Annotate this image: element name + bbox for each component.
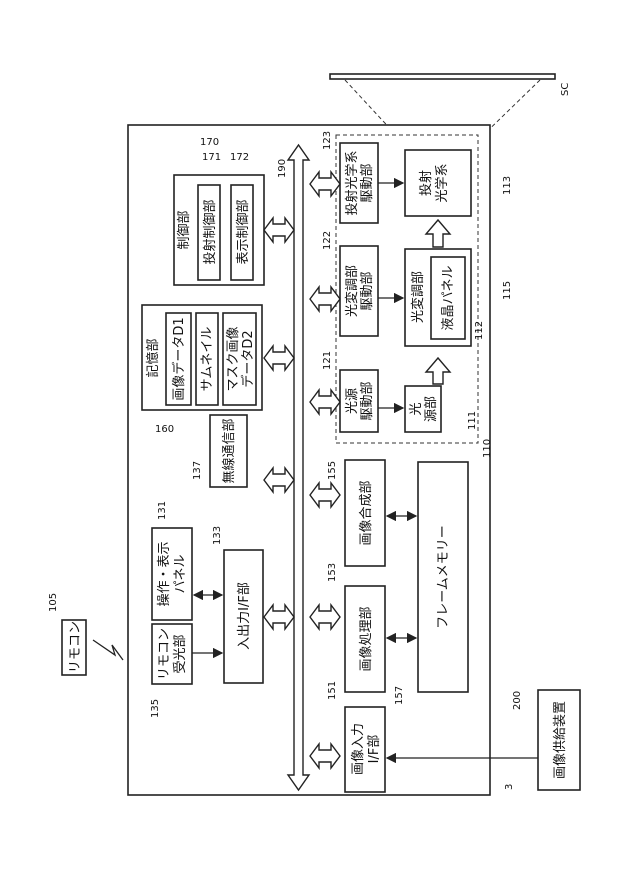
light-source-ref: 111 [467,411,478,430]
remote-ref: 105 [48,593,59,612]
display-control-label: 表示制御部 [236,199,251,264]
image-compositing-ref: 155 [327,461,338,480]
image-processing-label: 画像処理部 [359,606,374,671]
remote-label: リモコン [68,621,83,673]
projection-optics-ref: 113 [502,176,513,195]
cable-ref: 3 [504,784,515,790]
thumbnail-label: サムネイル [200,327,215,392]
remote-receiver-label-1: リモコン [157,628,172,680]
image-processing-ref: 153 [327,563,338,582]
projection-optics-label-1: 投射 [418,170,434,196]
image-supply-label: 画像供給装置 [553,701,568,779]
projection-control-ref: 171 [202,152,221,163]
panel-label-1: 操作・表示 [156,541,172,606]
optics-driver-label-2: 駆動部 [360,163,375,202]
optics-driver-label-1: 投射光学系 [344,150,360,215]
wireless-ref: 137 [192,461,203,480]
remote-receiver-ref: 135 [150,699,161,718]
remote-receiver-label-2: 受光部 [173,634,188,673]
storage-ref: 160 [155,424,174,435]
light-source-driver-label-1: 光源 [345,388,360,414]
mask-image-label-2: データD2 [240,330,256,387]
control-ref: 170 [200,137,219,148]
wireless-signal-icon [93,640,123,660]
modulator-driver-label-1: 光変調部 [344,265,360,317]
lcd-panel-ref: 115 [502,281,513,300]
image-input-if-label-1: 画像入力 [351,723,366,775]
image-data-label: 画像データD1 [171,317,187,400]
modulator-label: 光変調部 [410,271,426,323]
control-label: 制御部 [177,210,192,249]
light-source-driver-label-2: 駆動部 [360,381,375,420]
light-source-driver-ref: 121 [322,351,333,370]
display-control-ref: 172 [230,152,249,163]
projection-control-label: 投射制御部 [202,199,218,264]
frame-memory-label: フレームメモリー [436,525,451,629]
modulator-ref: 112 [474,321,485,340]
image-supply-ref: 200 [512,691,523,710]
light-source-label-1: 光 [409,402,424,415]
io-if-label: 入出力I/F部 [237,582,252,650]
modulator-driver-ref: 122 [322,231,333,250]
lcd-panel-label: 液晶パネル [441,265,456,330]
storage-label: 記憶部 [145,338,161,377]
light-source-label-2: 源部 [424,396,439,422]
modulator-driver-label-2: 駆動部 [360,271,375,310]
image-input-if-ref: 151 [327,681,338,700]
io-if-ref: 133 [212,526,223,545]
screen-ref: SC [560,83,571,96]
frame-memory-ref: 157 [394,686,405,705]
wireless-label: 無線通信部 [221,418,237,483]
projection-optics-label-2: 光学系 [434,163,450,202]
panel-label-2: パネル [173,554,188,593]
panel-ref: 131 [157,501,168,520]
bus-ref: 190 [277,159,288,178]
projection-unit-ref: 110 [482,439,493,458]
mask-image-label-1: マスク画像 [226,326,241,391]
optics-driver-ref: 123 [322,131,333,150]
image-input-if-label-2: I/F部 [367,735,382,764]
image-compositing-label: 画像合成部 [359,480,374,545]
